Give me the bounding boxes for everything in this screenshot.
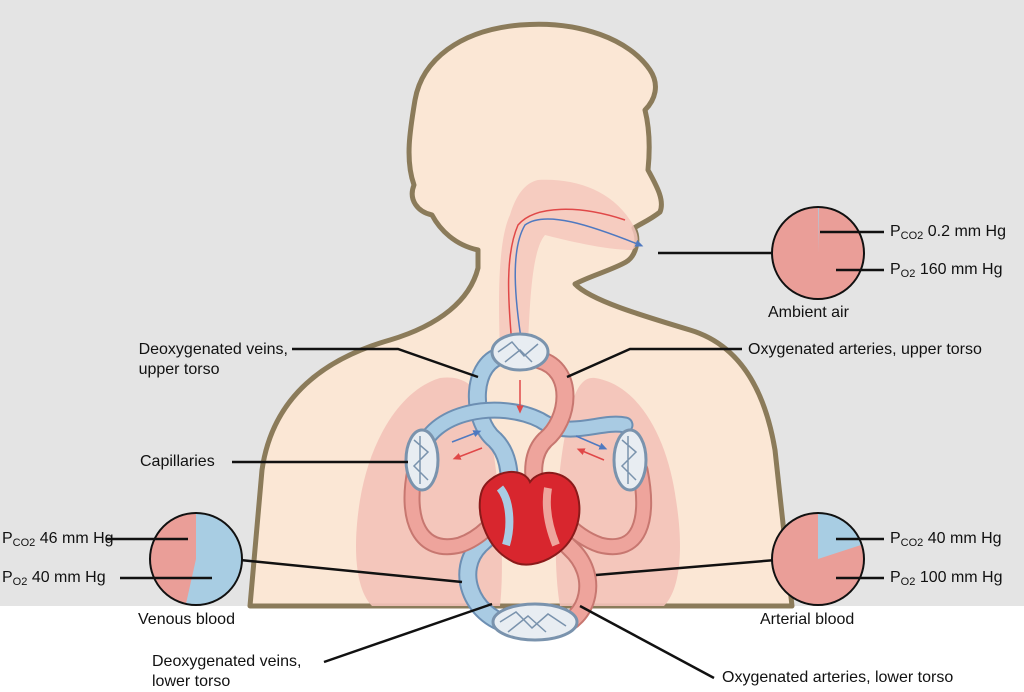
air-flow-blue [514, 218, 644, 346]
label-oxy-lower: Oxygenated arteries, lower torso [722, 669, 954, 686]
capillary-beds [404, 332, 648, 642]
venous-co2-slice [185, 513, 242, 605]
leader-oxy-upper [566, 347, 742, 379]
leader-arterial [595, 558, 777, 577]
arterial-title: Arterial blood [760, 611, 855, 628]
flow-arrows [451, 380, 608, 461]
gauge-pointers [106, 230, 884, 580]
venous-blood-gauge [149, 512, 243, 606]
ambient-po2: PO2 160 mm Hg [890, 261, 1003, 280]
airway [499, 179, 638, 350]
venous-po2: PO2 40 mm Hg [2, 569, 106, 588]
heart-chamber-blue [496, 485, 514, 547]
venous-title: Venous blood [138, 611, 235, 628]
label-deoxy-upper: Deoxygenated veins, upper torso [138, 341, 288, 378]
leader-deoxy-lower [323, 602, 493, 664]
leader-lines [232, 251, 777, 680]
ambient-co2-slice [818, 207, 819, 253]
leader-oxy-lower [579, 604, 715, 680]
ambient-air-gauge [771, 206, 865, 300]
arterial-co2-slice [818, 513, 862, 559]
leader-deoxy-upper [292, 347, 479, 379]
venous-gauge-ring [149, 512, 243, 606]
label-deoxy-lower: Deoxygenated veins, lower torso [152, 653, 302, 690]
ambient-pco2: PCO2 0.2 mm Hg [890, 223, 1006, 242]
heart-chamber-red [542, 487, 560, 547]
arterial-pco2: PCO2 40 mm Hg [890, 530, 1002, 549]
arterial-po2: PO2 100 mm Hg [890, 569, 1003, 588]
label-oxy-upper: Oxygenated arteries, upper torso [748, 341, 982, 358]
air-flow-red [507, 208, 626, 349]
venous-pco2: PCO2 46 mm Hg [2, 530, 114, 549]
label-capillaries: Capillaries [140, 453, 215, 470]
ambient-title: Ambient air [768, 304, 849, 321]
leader-venous [239, 558, 463, 584]
arterial-blood-gauge [771, 512, 865, 606]
arterial-gauge-ring [771, 512, 865, 606]
ambient-gauge-ring [771, 206, 865, 300]
